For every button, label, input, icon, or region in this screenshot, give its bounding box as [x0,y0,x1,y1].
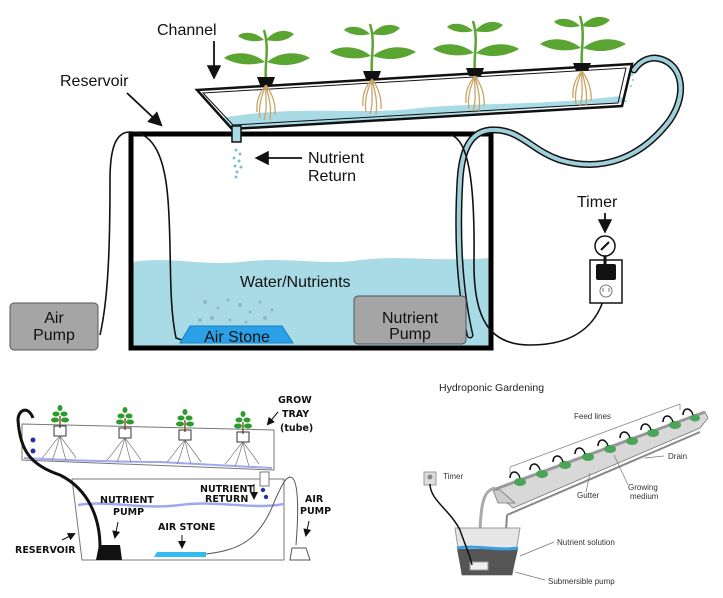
channel-tray [194,62,634,131]
bl-plant [224,411,260,467]
grow-tray [21,423,275,471]
bl-nutrient-pump-label-1: NUTRIENT [100,495,154,506]
bl-feed-tube [16,408,102,548]
growing-medium-label-1: Growing [628,483,658,492]
channel-label: Channel [157,22,217,39]
br-timer-cord [429,483,473,566]
nutrient-return-spout [231,125,242,143]
grow-tray-label-3: (tube) [280,423,313,434]
water-nutrients-label: Water/Nutrients [240,274,351,291]
submersible-pump [469,561,489,571]
bottom-left-diagram: GROW TRAY (tube) NUTRIENT RETURN NUTRIEN… [15,395,331,561]
plant [224,29,310,121]
air-stone-label: Air Stone [204,329,270,346]
nutrient-return-label-1: Nutrient [308,150,365,167]
bl-air-pump-label-1: AIR [305,494,324,505]
reservoir-tank [128,131,494,351]
air-pump-box [9,302,99,351]
plant [330,23,416,115]
air-line [99,131,183,341]
top-diagram: Air Pump Nutrient Pump Air Stone Channel… [9,15,685,351]
drain-label: Drain [668,452,687,461]
nutrient-pump-label-2: Pump [389,326,431,343]
grow-tray-label-2: TRAY [282,409,309,420]
nutrient-solution-label: Nutrient solution [557,538,615,547]
gutter-plants [514,414,700,486]
bl-reservoir-label: RESERVOIR [15,545,76,556]
gutter-label: Gutter [577,491,600,500]
bl-reservoir [71,478,285,561]
br-timer-label: Timer [443,472,463,481]
bl-plant [166,409,202,465]
nutrient-pump-box [353,295,467,345]
pump-power-cord [450,134,607,346]
bl-plant [41,405,77,461]
hydroponic-gardening-title: Hydroponic Gardening [439,382,544,394]
reservoir-label: Reservoir [60,73,129,90]
air-bubbles [198,298,274,324]
bl-nutrient-return-label-2: RETURN [205,494,248,505]
grow-tray-label-1: GROW [278,395,312,406]
bl-air-pump [289,547,311,561]
air-pump-label-1: Air [44,310,64,327]
bl-air-stone-label: AIR STONE [158,522,215,533]
nutrient-return-label-2: Return [308,168,356,185]
nutrient-pump-label-1: Nutrient [382,310,439,327]
channel-water [222,96,628,130]
plant [433,20,519,112]
nutrient-return-droplets [232,148,243,179]
growing-medium-label-2: medium [630,492,659,501]
bl-air-stone [154,552,206,557]
feed-lines-label: Feed lines [574,412,611,421]
bl-nutrient-pump [96,545,122,560]
timer-icon [589,235,623,304]
bl-air-pump-label-2: PUMP [300,506,331,517]
bottom-right-diagram: Hydroponic Gardening Feed lines [423,382,709,586]
bl-nutrient-pump-label-2: PUMP [113,507,144,518]
air-stone [179,325,294,344]
bl-plant [106,407,142,463]
air-pump-label-2: Pump [33,327,75,344]
plant [540,15,626,107]
reservoir-arrow [126,92,163,127]
submersible-pump-label: Submersible pump [548,577,615,586]
timer-label: Timer [577,194,618,211]
bl-nutrient-return-label-1: NUTRIENT [200,484,254,495]
